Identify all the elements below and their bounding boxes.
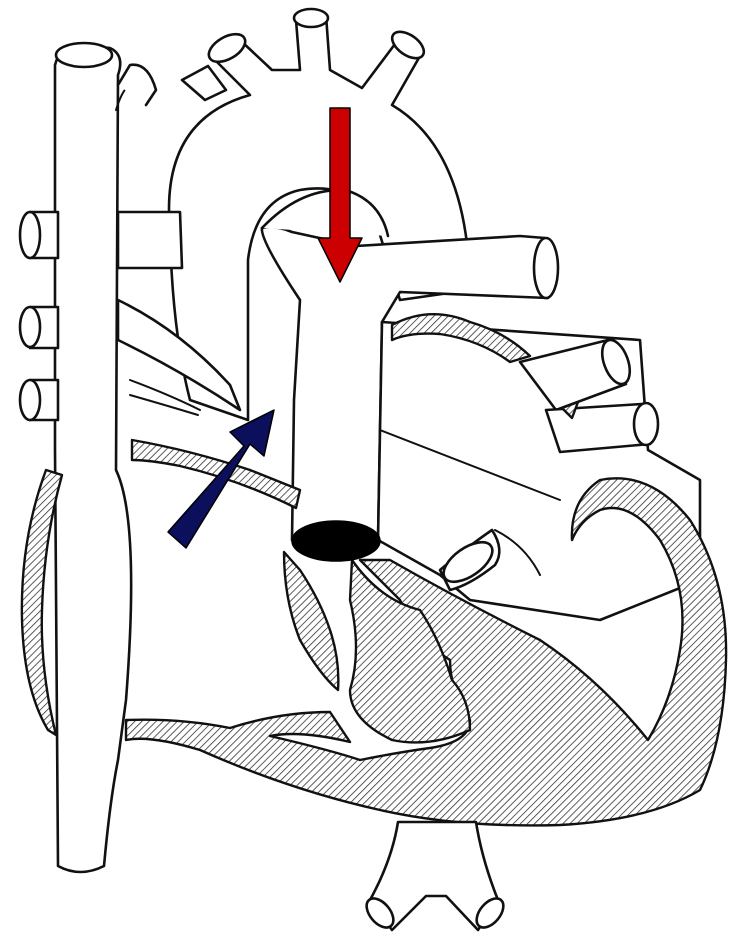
- inferior-vessel: [361, 822, 508, 932]
- right-atrium: [378, 322, 700, 620]
- left-branch-vessels: [20, 212, 58, 420]
- semilunar-valve: [292, 521, 380, 561]
